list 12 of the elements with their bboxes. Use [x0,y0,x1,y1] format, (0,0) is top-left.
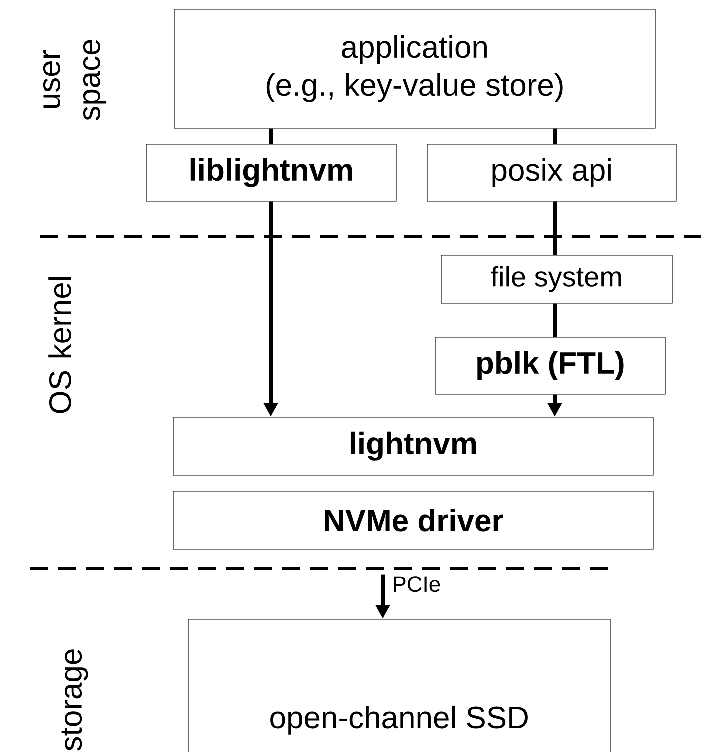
process-box: NVMe driver [173,491,654,550]
process-box: posix api [427,144,677,202]
layer-label: OS kernel [48,277,72,414]
edge-label: PCIe [394,576,440,592]
storage-box: open-channel SSD [188,619,611,752]
layer-label: storage [62,650,88,751]
process-box: lightnvm [173,417,654,476]
process-box: application (e.g., key-value store) [174,9,656,129]
process-box: file system [441,255,673,304]
process-box: pblk (FTL) [435,337,666,395]
process-box: liblightnvm [146,144,397,202]
layer-label: user space [43,40,107,120]
